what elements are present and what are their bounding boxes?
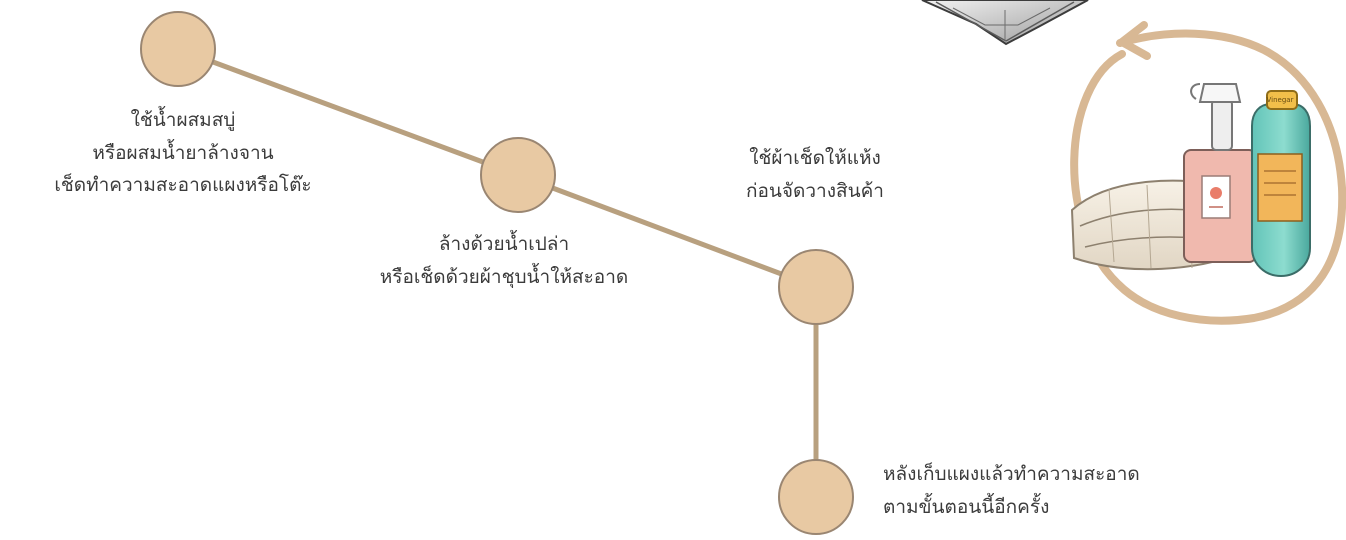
step-1-line-3: เช็ดทำความสะอาดแผงหรือโต๊ะ — [54, 174, 312, 197]
connector-step2-step3 — [517, 172, 817, 290]
step-4-line-2: ตามขั้นตอนนี้อีกครั้ง — [883, 495, 1050, 518]
step-4-text: หลังเก็บแผงแล้วทำความสะอาด ตามขั้นตอนนี้… — [883, 458, 1213, 523]
step-node-4 — [778, 459, 854, 535]
step-node-1 — [140, 11, 216, 87]
step-4-line-1: หลังเก็บแผงแล้วทำความสะอาด — [883, 463, 1140, 485]
step-1-line-2: หรือผสมน้ำยาล้างจาน — [92, 141, 274, 164]
tile-ornament-icon — [921, 0, 1089, 46]
step-2-line-2: หรือเช็ดด้วยผ้าชุบน้ำให้สะอาด — [379, 265, 629, 288]
step-1-line-1: ใช้น้ำผสมสบู่ — [130, 109, 236, 131]
step-3-text: ใช้ผ้าเช็ดให้แห้ง ก่อนจัดวางสินค้า — [710, 142, 920, 207]
step-node-3 — [778, 249, 854, 325]
step-3-line-2: ก่อนจัดวางสินค้า — [746, 179, 884, 202]
step-node-2 — [480, 137, 556, 213]
step-1-text: ใช้น้ำผสมสบู่ หรือผสมน้ำยาล้างจาน เช็ดทำ… — [28, 104, 338, 202]
step-3-line-1: ใช้ผ้าเช็ดให้แห้ง — [749, 147, 881, 169]
step-2-text: ล้างด้วยน้ำเปล่า หรือเช็ดด้วยผ้าชุบน้ำให… — [342, 228, 666, 293]
connector-step1-step2 — [177, 46, 519, 178]
bottle-label: Vinegar — [1267, 96, 1294, 104]
step-2-line-1: ล้างด้วยน้ำเปล่า — [438, 233, 570, 255]
cleaning-supplies-icon: Vinegar — [1070, 83, 1311, 278]
